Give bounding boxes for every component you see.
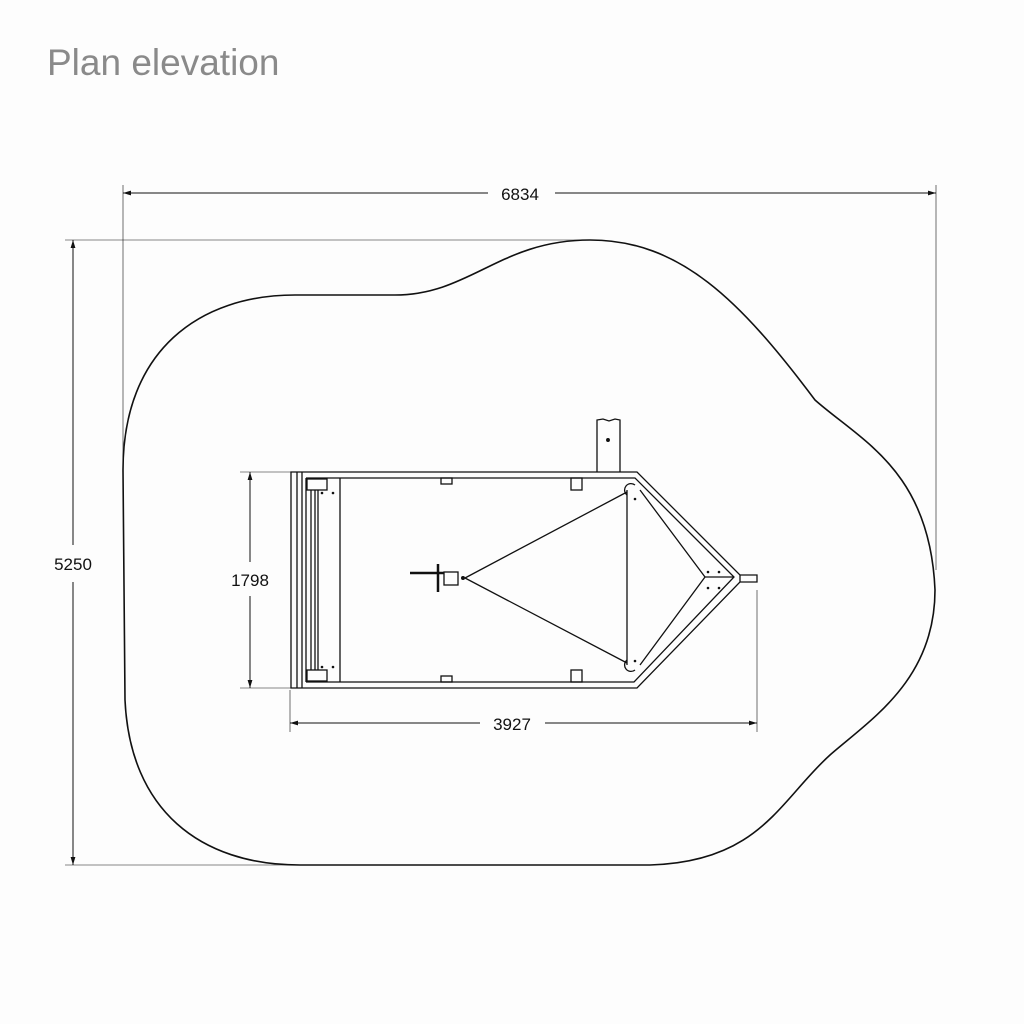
dimension-equipment-width <box>240 471 292 689</box>
dimension-overall-width <box>122 185 937 570</box>
boat-play-equipment <box>290 418 758 689</box>
dimension-label-equipment-width: 1798 <box>231 571 269 590</box>
safety-zone-outline <box>122 239 936 866</box>
dimension-equipment-length <box>289 590 758 732</box>
mast-post <box>596 418 621 472</box>
dimension-overall-depth <box>65 239 590 866</box>
dimension-label-overall-depth: 5250 <box>54 555 92 574</box>
drawing-title: Plan elevation <box>47 42 280 83</box>
hull-outline <box>290 471 741 689</box>
dimension-label-overall-width: 6834 <box>501 185 539 204</box>
dimension-label-equipment-length: 3927 <box>493 715 531 734</box>
